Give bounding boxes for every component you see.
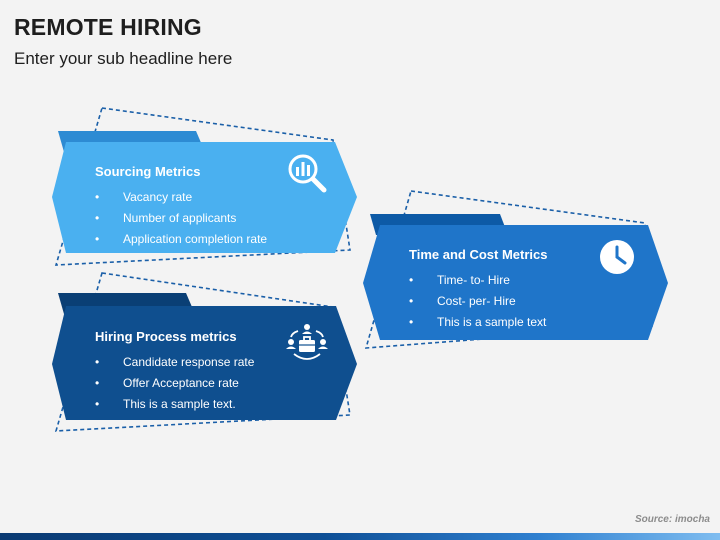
list-item: Offer Acceptance rate (95, 373, 254, 394)
team-briefcase-icon (286, 324, 328, 360)
list-item: Time- to- Hire (409, 270, 547, 291)
list-item: Application completion rate (95, 229, 267, 250)
list-item: Cost- per- Hire (409, 291, 547, 312)
card-item-list: Time- to- Hire Cost- per- Hire This is a… (409, 270, 547, 333)
list-item: This is a sample text (409, 312, 547, 333)
footer-bar (0, 533, 720, 540)
card-item-list: Candidate response rate Offer Acceptance… (95, 352, 254, 415)
card-item-list: Vacancy rate Number of applicants Applic… (95, 187, 267, 250)
time-cost-metrics-card: Time and Cost Metrics Time- to- Hire Cos… (409, 247, 547, 333)
list-item: Number of applicants (95, 208, 267, 229)
card-heading: Sourcing Metrics (95, 164, 201, 179)
page-subtitle: Enter your sub headline here (14, 49, 233, 68)
analytics-search-icon (288, 154, 327, 193)
list-item: Vacancy rate (95, 187, 267, 208)
source-note: Source: imocha (634, 514, 710, 525)
list-item: Candidate response rate (95, 352, 254, 373)
clock-icon (600, 240, 634, 274)
card-heading: Hiring Process metrics (95, 329, 237, 344)
card-heading: Time and Cost Metrics (409, 247, 548, 262)
list-item: This is a sample text. (95, 394, 254, 415)
page-title: REMOTE HIRING (14, 14, 202, 40)
hiring-process-metrics-card: Hiring Process metrics Candidate respons… (95, 329, 254, 415)
sourcing-metrics-card: Sourcing Metrics Vacancy rate Number of … (95, 164, 267, 250)
hiring-process-dashed-outline (54, 272, 351, 432)
